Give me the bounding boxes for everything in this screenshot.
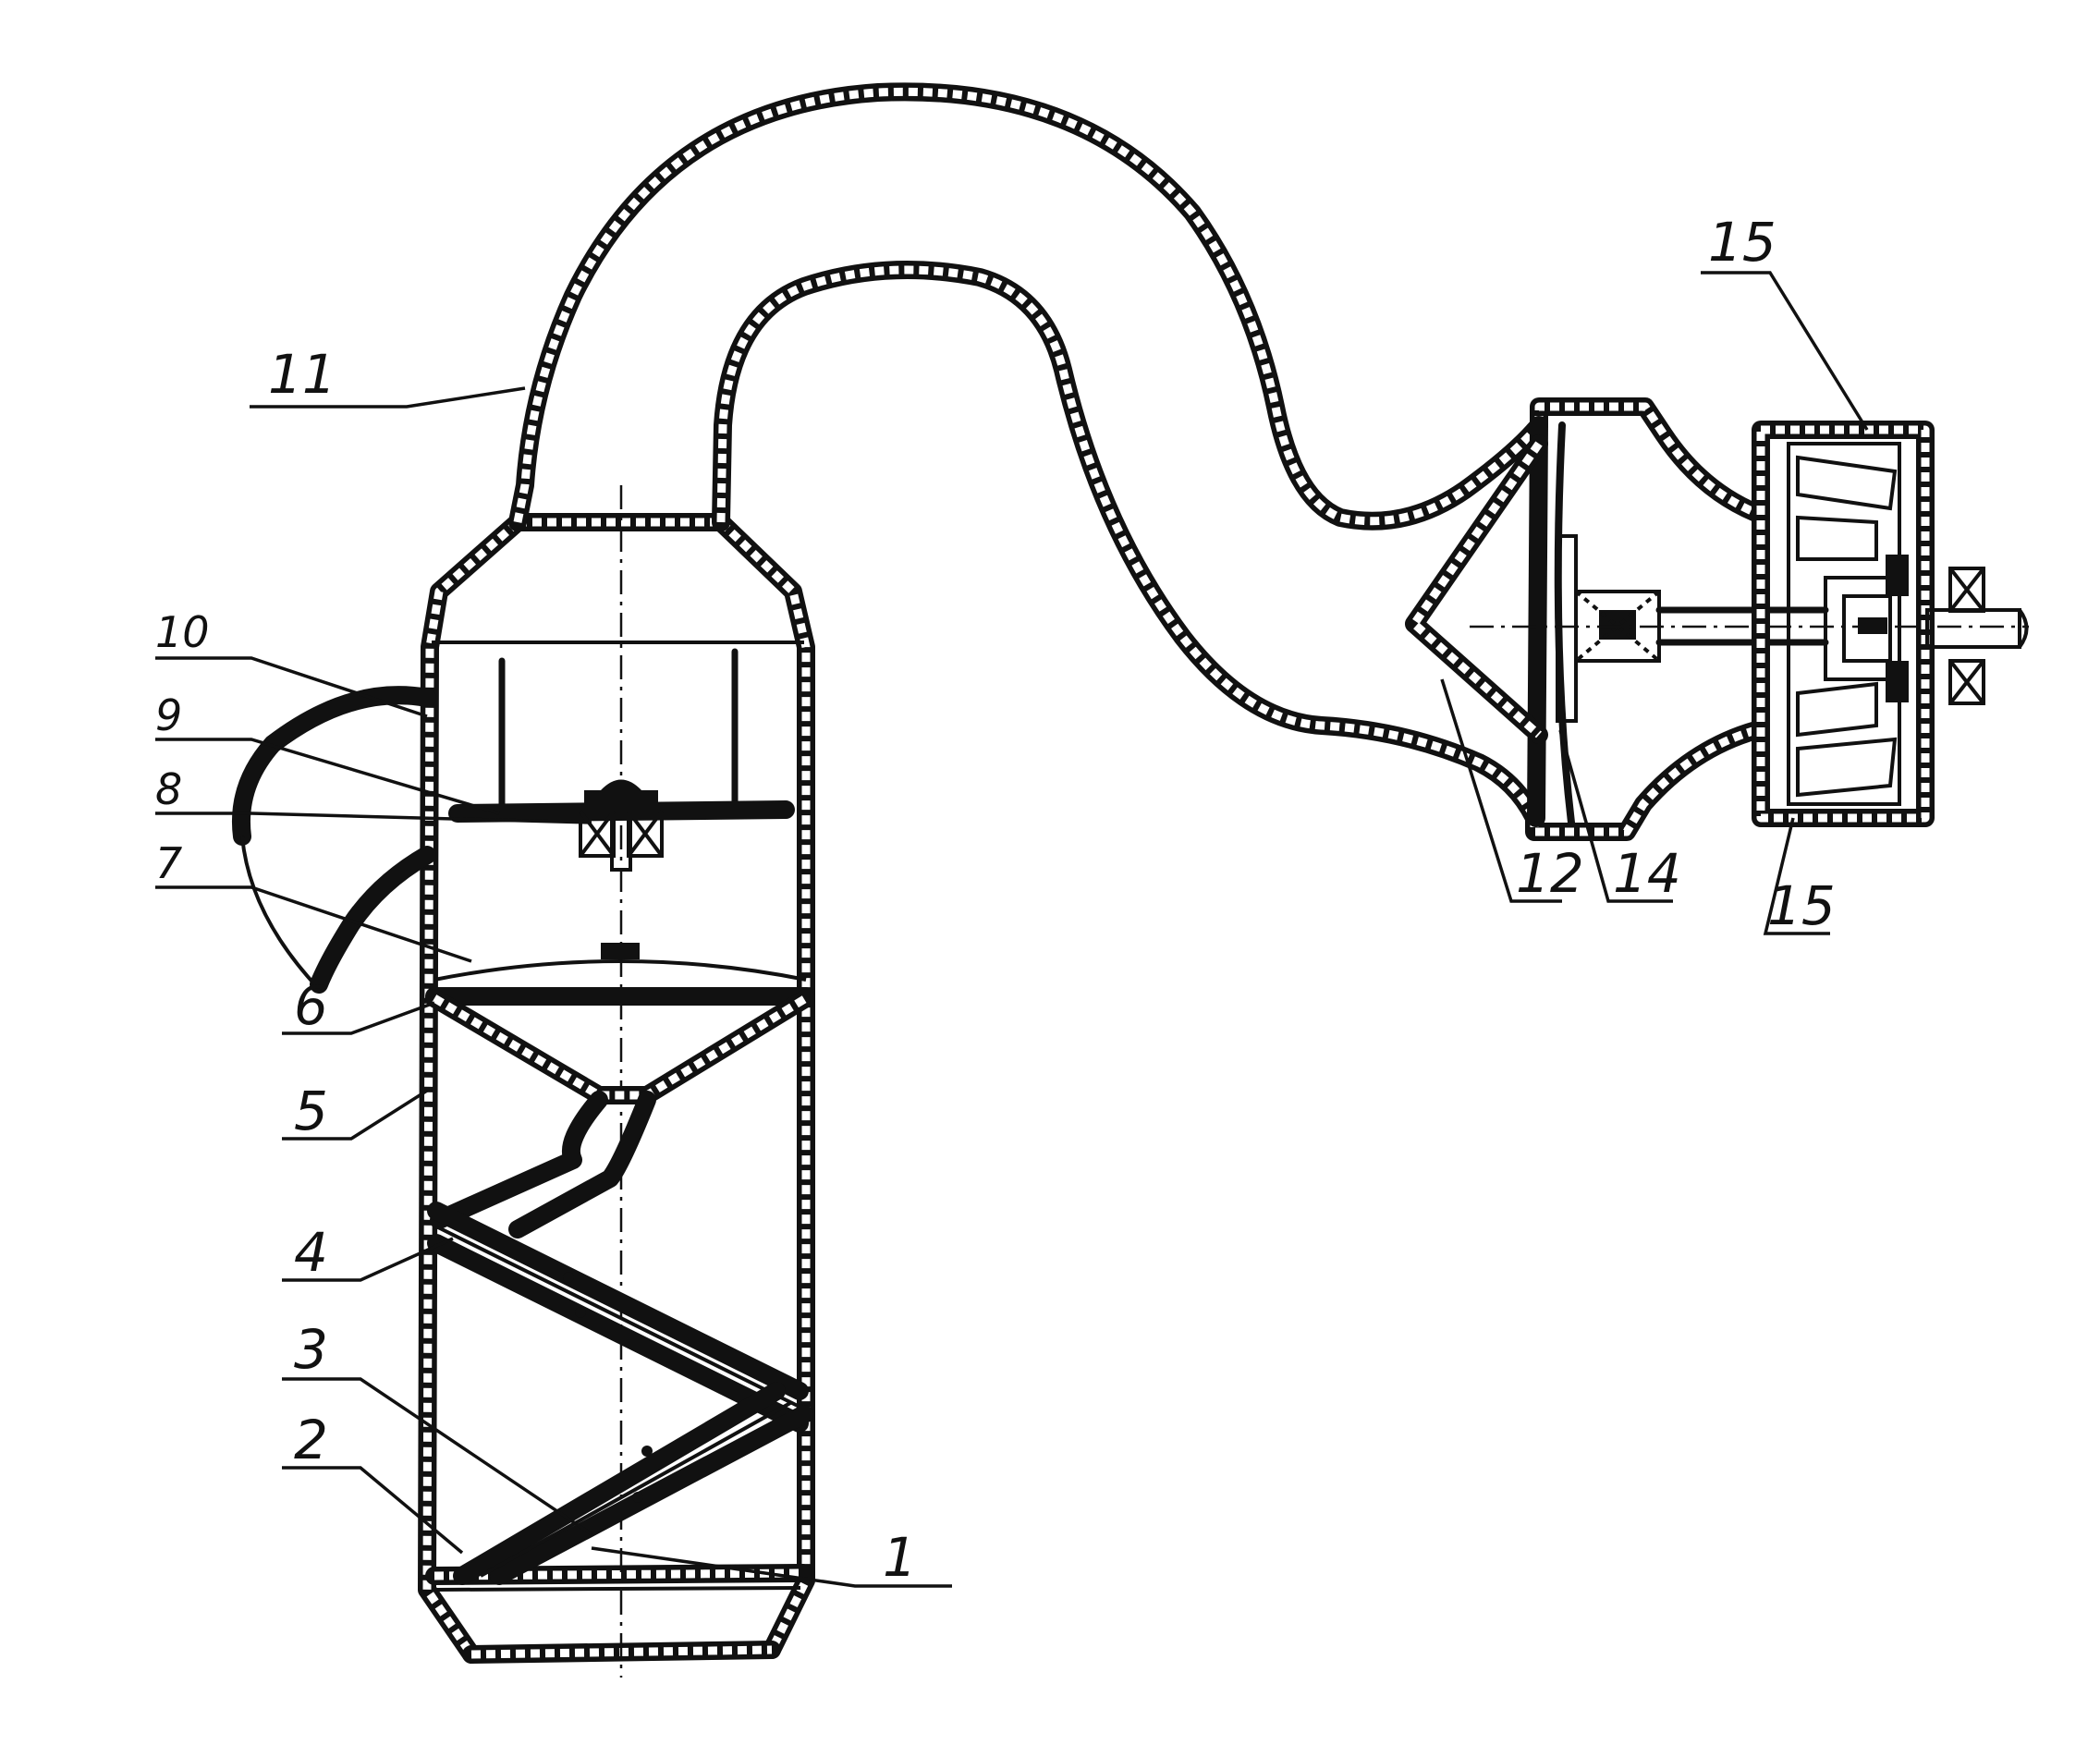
- rear-wheel-housing: [1761, 430, 2027, 818]
- label-15-top: 15: [1708, 211, 1776, 274]
- label-15-bottom: 15: [1767, 874, 1836, 937]
- label-11: 11: [268, 343, 336, 406]
- label-14: 14: [1613, 842, 1681, 905]
- side-inlet-duct: [241, 695, 427, 989]
- connecting-duct: [518, 92, 1539, 818]
- leader-lines: [155, 273, 1867, 1586]
- label-2: 2: [294, 1409, 328, 1471]
- label-12: 12: [1516, 842, 1584, 905]
- label-5: 5: [294, 1080, 328, 1142]
- label-3: 3: [294, 1318, 328, 1381]
- label-8: 8: [155, 764, 182, 814]
- label-9: 9: [155, 690, 182, 740]
- label-1: 1: [883, 1526, 917, 1589]
- fan-housing: [1414, 407, 2029, 832]
- callout-labels: 11 10 9 8 7 6 5 4 3 2 1 12 14 15 15: [155, 211, 1836, 1589]
- label-4: 4: [294, 1221, 328, 1284]
- label-6: 6: [294, 974, 328, 1037]
- label-10: 10: [155, 607, 210, 657]
- label-7: 7: [155, 838, 182, 888]
